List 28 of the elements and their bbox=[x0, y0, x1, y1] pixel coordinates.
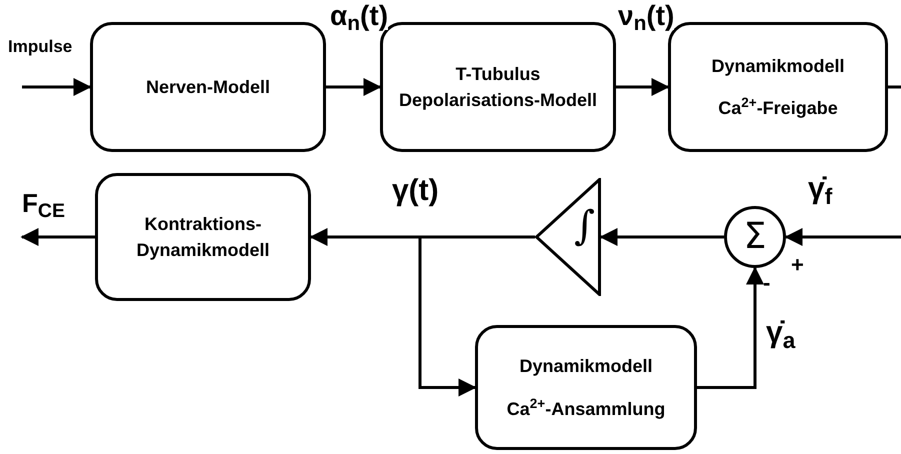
box-text: Ca$^{2+}$-Freigabe bbox=[718, 95, 838, 120]
box-text: Dynamikmodell bbox=[711, 54, 845, 78]
arrow bbox=[784, 228, 901, 246]
edge-label: γ̇$_{a}$ bbox=[766, 318, 796, 348]
edge-label: γ̇$_{f}$ bbox=[808, 174, 832, 204]
process-box bbox=[90, 22, 326, 152]
box-text: Nerven-Modell bbox=[146, 76, 270, 99]
arrow bbox=[20, 228, 95, 246]
edge-label: α$_{n}$(t) bbox=[330, 2, 388, 30]
sign-label: - bbox=[763, 272, 770, 294]
box-text: T-Tubulus Depolarisations-Modell bbox=[398, 62, 598, 112]
arrow bbox=[616, 78, 670, 96]
arrow bbox=[600, 228, 724, 246]
box-text: Kontraktions-Dynamikmodell bbox=[135, 212, 271, 262]
sign-label: + bbox=[791, 254, 804, 276]
summing-junction: Σ bbox=[724, 206, 786, 268]
edge-label: γ(t) bbox=[392, 176, 439, 206]
edge-label: Impulse bbox=[8, 38, 72, 55]
box-text: Ca$^{2+}$-Ansammlung bbox=[506, 396, 666, 421]
process-box bbox=[95, 173, 311, 301]
box-text: Dynamikmodell bbox=[519, 355, 653, 378]
integral-sign: ∫ bbox=[574, 206, 595, 246]
arrow bbox=[326, 78, 382, 96]
process-box bbox=[475, 325, 697, 450]
arrow bbox=[22, 78, 92, 96]
edge-label: ν$_{n}$(t) bbox=[618, 2, 674, 30]
arrow bbox=[697, 266, 764, 389]
arrow bbox=[418, 236, 535, 396]
